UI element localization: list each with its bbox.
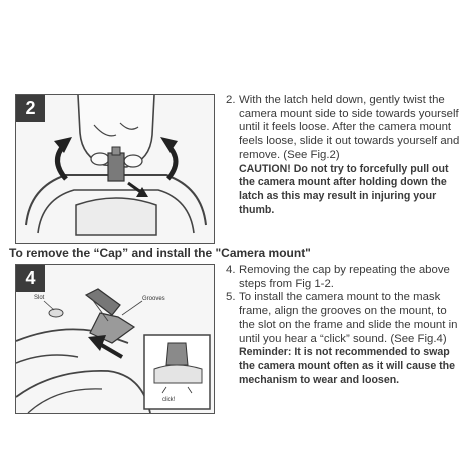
step-5: 5. To install the camera mount to the ma… (226, 291, 464, 346)
step-4-number: 4. (226, 264, 236, 276)
step-2-number: 2. (226, 94, 236, 106)
figure-2: 2 (15, 94, 215, 244)
step-5-number: 5. (226, 291, 236, 304)
grooves-label: Grooves (142, 296, 165, 302)
reminder-text: It is not recommended to swap the camera… (239, 346, 456, 386)
step-2-text: With the latch held down, gently twist t… (239, 94, 460, 161)
figure-2-badge: 2 (16, 95, 45, 122)
step-4: 4. Removing the cap by repeating the abo… (226, 264, 464, 291)
click-label: click! (162, 397, 176, 403)
caution-text: Do not try to forcefully pull out the ca… (239, 162, 449, 216)
caution-note: CAUTION! Do not try to forcefully pull o… (226, 163, 464, 218)
caution-prefix: CAUTION! (239, 162, 291, 175)
step-5-text: To install the camera mount to the mask … (239, 291, 458, 345)
reminder-note: Reminder: It is not recommended to swap … (226, 346, 464, 387)
slot-label: Slot (34, 295, 45, 301)
figure-4-illustration: Slot Grooves click! (16, 288, 211, 413)
reminder-prefix: Reminder: (239, 346, 292, 359)
steps-bottom: 4. Removing the cap by repeating the abo… (226, 264, 464, 387)
figure-4-badge: 4 (16, 265, 45, 292)
steps-top: 2. With the latch held down, gently twis… (226, 94, 464, 217)
step-4-text: Removing the cap by repeating the above … (239, 264, 450, 290)
section-heading: To remove the “Cap” and install the "Cam… (9, 246, 311, 260)
figure-4: Slot Grooves click! 4 (15, 264, 215, 414)
figure-2-illustration (25, 95, 207, 236)
step-2: 2. With the latch held down, gently twis… (226, 94, 464, 163)
